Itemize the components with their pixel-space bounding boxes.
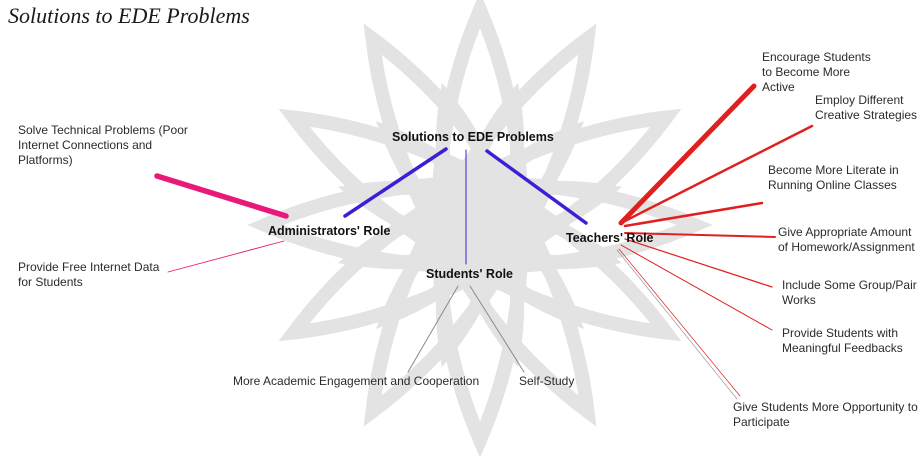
edge-teachers-encourage	[618, 83, 757, 226]
student-item-self-study: Self-Study	[519, 374, 575, 388]
branch-lines	[154, 83, 814, 400]
watermark-petal-inner	[464, 180, 623, 259]
edge-students-selfstudy	[469, 285, 525, 373]
node-students-role: Students' Role	[426, 267, 514, 281]
teacher-item-homework-amount: Give Appropriate Amount of Homework/Assi…	[778, 225, 915, 254]
edge-admin-internet	[167, 240, 285, 273]
watermark-ring	[414, 159, 546, 291]
watermark-petal-inner	[446, 209, 525, 368]
admin-item-free-internet-data: Provide Free Internet Data for Students	[18, 260, 160, 289]
watermark-petal-inner	[375, 196, 509, 330]
watermark-petal-inner	[375, 120, 509, 254]
edge-admin-technical	[154, 173, 289, 219]
student-item-academic-engagement: More Academic Engagement and Cooperation	[233, 374, 480, 388]
watermark-ornament	[247, 0, 713, 458]
edge-teachers-literate	[623, 201, 764, 228]
teacher-item-encourage-active: Encourage Students to Become More Active	[762, 50, 871, 94]
edge-root-teachers	[485, 149, 588, 225]
teacher-item-online-literacy: Become More Literate in Running Online C…	[768, 163, 899, 192]
edge-teachers-creative	[619, 124, 814, 225]
teacher-item-group-pair-works: Include Some Group/Pair Works	[782, 278, 917, 307]
edge-teachers-participate	[618, 248, 741, 397]
page-caption: Solutions to EDE Problems	[8, 3, 250, 28]
node-administrators-role: Administrators' Role	[268, 224, 391, 238]
teacher-item-meaningful-feedbacks: Provide Students with Meaningful Feedbac…	[782, 326, 903, 355]
edge-teachers-participate-shadow	[616, 249, 738, 400]
watermark-petal-inner	[464, 191, 623, 270]
watermark-petal-inner	[435, 82, 514, 241]
edge-teachers-group	[624, 238, 773, 288]
watermark-petal-inner	[451, 196, 585, 330]
edge-teachers-homework	[624, 232, 776, 238]
edge-teachers-feedback	[620, 244, 773, 331]
watermark-petal-inner	[337, 180, 496, 259]
edge-students-engagement	[407, 285, 459, 373]
edge-root-admin	[343, 147, 448, 218]
node-teachers-role: Teachers' Role	[566, 231, 654, 245]
watermark-petal-inner	[435, 209, 514, 368]
watermark-petal-inner	[337, 191, 496, 270]
teacher-item-creative-strategies: Employ Different Creative Strategies	[815, 93, 918, 122]
teacher-item-participation-opportunity: Give Students More Opportunity to Partic…	[733, 400, 918, 429]
admin-item-technical-problems: Solve Technical Problems (Poor Internet …	[18, 123, 188, 167]
node-root: Solutions to EDE Problems	[392, 130, 554, 144]
